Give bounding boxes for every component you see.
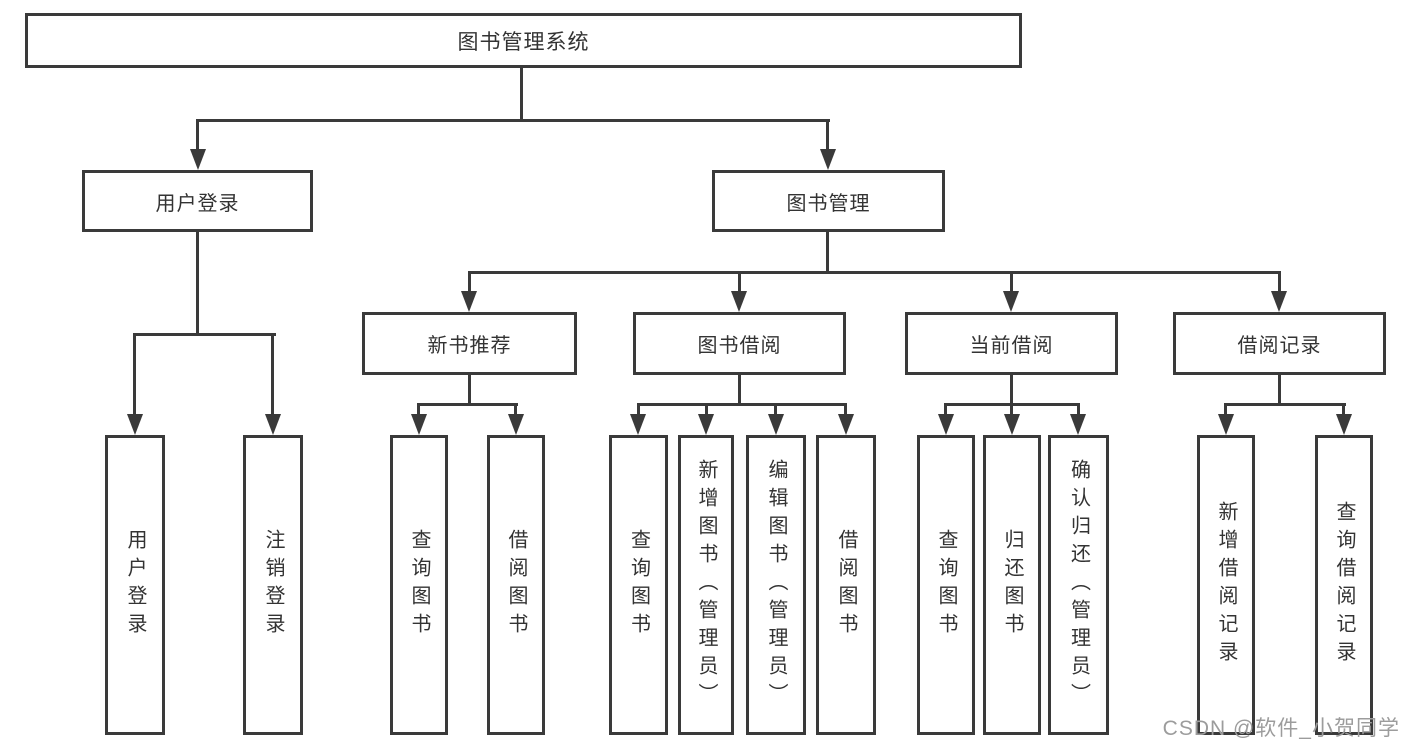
connector-line	[1224, 403, 1227, 416]
connector-line	[468, 375, 471, 406]
leaf-query-books-borrowing: 查询图书	[609, 435, 668, 735]
leaf-query-books-current-label: 查询图书	[935, 529, 957, 641]
node-book-management: 图书管理	[712, 170, 945, 232]
arrowhead-icon	[265, 414, 281, 435]
arrowhead-icon	[630, 414, 646, 435]
leaf-logout-label: 注销登录	[262, 529, 284, 641]
connector-line	[133, 333, 276, 336]
leaf-return-books-label: 归还图书	[1001, 529, 1023, 641]
connector-line	[1077, 403, 1080, 416]
node-user-login: 用户登录	[82, 170, 313, 232]
leaf-add-book-admin-label: 新增图书（管理员）	[695, 459, 717, 711]
arrowhead-icon	[768, 414, 784, 435]
leaf-query-borrow-record: 查询借阅记录	[1315, 435, 1373, 735]
leaf-add-borrow-record: 新增借阅记录	[1197, 435, 1255, 735]
connector-line	[1010, 271, 1013, 294]
connector-line	[774, 403, 777, 416]
arrowhead-icon	[938, 414, 954, 435]
leaf-borrow-books-recommend-label: 借阅图书	[505, 529, 527, 641]
connector-line	[133, 333, 136, 416]
arrowhead-icon	[127, 414, 143, 435]
connector-line	[738, 375, 741, 406]
arrowhead-icon	[461, 291, 477, 312]
connector-line	[826, 119, 829, 152]
connector-line	[738, 271, 741, 294]
arrowhead-icon	[698, 414, 714, 435]
leaf-confirm-return-admin: 确认归还（管理员）	[1048, 435, 1109, 735]
leaf-query-books-borrowing-label: 查询图书	[627, 529, 650, 641]
arrowhead-icon	[1218, 414, 1234, 435]
node-borrowing-records: 借阅记录	[1173, 312, 1386, 375]
leaf-query-borrow-record-label: 查询借阅记录	[1333, 501, 1355, 669]
leaf-return-books: 归还图书	[983, 435, 1041, 735]
node-book-borrowing-label: 图书借阅	[697, 335, 782, 357]
connector-line	[1278, 271, 1281, 294]
node-new-book-recommendation: 新书推荐	[362, 312, 577, 375]
connector-line	[1010, 403, 1013, 416]
arrowhead-icon	[731, 291, 747, 312]
leaf-borrow-books-borrowing-label: 借阅图书	[835, 529, 857, 641]
connector-line	[705, 403, 708, 416]
connector-line	[637, 403, 847, 406]
leaf-borrow-books-recommend: 借阅图书	[487, 435, 545, 735]
connector-line	[1278, 375, 1281, 406]
connector-line	[417, 403, 420, 416]
leaf-add-borrow-record-label: 新增借阅记录	[1215, 501, 1237, 669]
arrowhead-icon	[508, 414, 524, 435]
leaf-borrow-books-borrowing: 借阅图书	[816, 435, 876, 735]
arrowhead-icon	[838, 414, 854, 435]
connector-line	[468, 271, 1281, 274]
arrowhead-icon	[1070, 414, 1086, 435]
node-borrowing-records-label: 借阅记录	[1237, 335, 1322, 357]
node-new-book-recommendation-label: 新书推荐	[427, 335, 512, 357]
connector-line	[1224, 403, 1346, 406]
node-root: 图书管理系统	[25, 13, 1022, 68]
connector-line	[514, 403, 517, 416]
leaf-user-login-label: 用户登录	[124, 529, 146, 641]
csdn-watermark: CSDN @软件_小贺同学	[1162, 717, 1400, 740]
connector-line	[1010, 375, 1013, 406]
connector-line	[468, 271, 471, 294]
connector-line	[1342, 403, 1345, 416]
leaf-logout: 注销登录	[243, 435, 303, 735]
connector-line	[417, 403, 518, 406]
connector-line	[196, 232, 199, 336]
arrowhead-icon	[1271, 291, 1287, 312]
leaf-edit-book-admin-label: 编辑图书（管理员）	[765, 459, 787, 711]
node-book-management-label: 图书管理	[786, 192, 871, 215]
arrowhead-icon	[1336, 414, 1352, 435]
node-current-borrowing: 当前借阅	[905, 312, 1118, 375]
arrowhead-icon	[411, 414, 427, 435]
connector-line	[826, 232, 829, 274]
node-user-login-label: 用户登录	[155, 192, 240, 215]
connector-line	[196, 119, 830, 122]
arrowhead-icon	[190, 149, 206, 170]
connector-line	[196, 119, 199, 152]
arrowhead-icon	[1004, 414, 1020, 435]
leaf-edit-book-admin: 编辑图书（管理员）	[746, 435, 806, 735]
node-root-label: 图书管理系统	[457, 30, 590, 54]
leaf-add-book-admin: 新增图书（管理员）	[678, 435, 734, 735]
leaf-query-books-current: 查询图书	[917, 435, 975, 735]
connector-line	[844, 403, 847, 416]
node-current-borrowing-label: 当前借阅	[969, 335, 1054, 357]
leaf-query-books-recommend: 查询图书	[390, 435, 448, 735]
leaf-confirm-return-admin-label: 确认归还（管理员）	[1067, 459, 1090, 711]
leaf-query-books-recommend-label: 查询图书	[408, 529, 430, 641]
connector-line	[637, 403, 640, 416]
arrowhead-icon	[820, 149, 836, 170]
node-book-borrowing: 图书借阅	[633, 312, 846, 375]
connector-line	[944, 403, 947, 416]
arrowhead-icon	[1003, 291, 1019, 312]
leaf-user-login: 用户登录	[105, 435, 165, 735]
connector-line	[520, 68, 523, 122]
connector-line	[271, 333, 274, 416]
